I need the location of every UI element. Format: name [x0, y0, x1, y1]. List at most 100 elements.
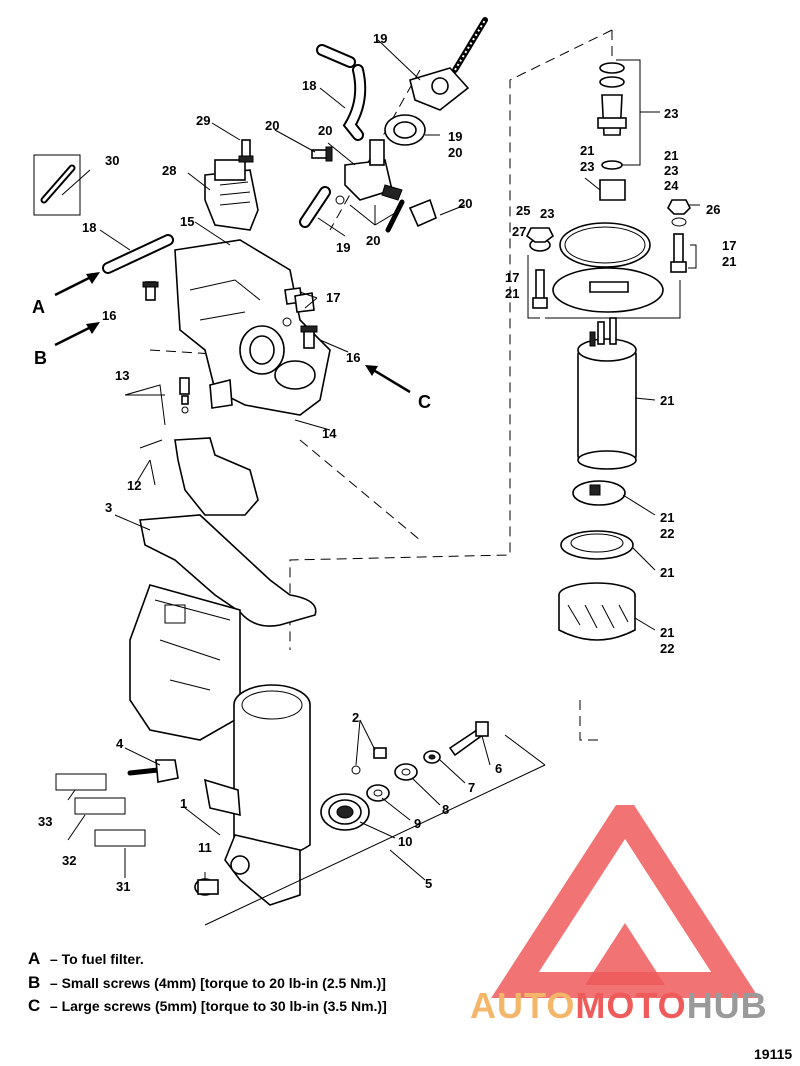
part-19-sleeve: [299, 186, 331, 228]
callout-21-d: 21: [660, 565, 674, 580]
arrow-a: [54, 272, 100, 297]
part-21-22-strainer: [558, 582, 636, 641]
part-13-valve: [179, 377, 190, 414]
part-18-hose-upper: [316, 44, 367, 141]
part-26-nut-right: [667, 199, 697, 273]
part-20-pump-fitting: [335, 139, 403, 205]
callout-14: 14: [322, 426, 337, 441]
legend-text-b: – Small screws (4mm) [torque to 20 lb-in…: [49, 975, 386, 991]
part-7-nut: [423, 750, 441, 764]
callout-8: 8: [442, 802, 449, 817]
callout-20-e: 20: [458, 196, 472, 211]
callout-33: 33: [38, 814, 52, 829]
watermark-auto: AUTO: [470, 985, 576, 1026]
part-23-oring-large: [559, 222, 651, 268]
callout-19-top: 19: [373, 31, 387, 46]
callout-10: 10: [398, 834, 412, 849]
callout-22-a: 22: [660, 526, 674, 541]
callout-21-a: 21: [580, 143, 594, 158]
callout-2: 2: [352, 710, 359, 725]
callout-23-a: 23: [580, 159, 594, 174]
callout-16-c: 16: [346, 350, 360, 365]
arrow-b: [54, 322, 100, 347]
callout-6: 6: [495, 761, 502, 776]
part-21-pump-body: [577, 317, 637, 470]
part-9-spacer: [366, 784, 390, 802]
part-10-pulley: [320, 793, 370, 831]
watermark-hub: HUB: [686, 985, 768, 1026]
watermark-logo: [491, 805, 759, 998]
callout-3: 3: [105, 500, 112, 515]
callout-23-c: 23: [540, 206, 554, 221]
callout-31: 31: [116, 879, 130, 894]
callout-21-pump: 21: [660, 393, 674, 408]
callout-27: 27: [512, 224, 526, 239]
callout-16-b: 16: [102, 308, 116, 323]
part-20-tube-right: [385, 198, 437, 233]
part-16-screw-c: [300, 325, 318, 349]
callout-21-left: 21: [505, 286, 519, 301]
callout-18-left: 18: [82, 220, 96, 235]
callout-17-mid: 17: [326, 290, 340, 305]
part-21-retainer: [560, 530, 634, 560]
part-33-label: [55, 773, 107, 791]
callout-15: 15: [180, 214, 194, 229]
callout-9: 9: [414, 816, 421, 831]
callout-1: 1: [180, 796, 187, 811]
callout-21-c: 21: [660, 510, 674, 525]
watermark-text: AUTOMOTOHUB: [470, 985, 768, 1027]
legend-item-c: C – Large screws (5mm) [torque to 30 lb-…: [28, 996, 387, 1016]
part-21-22-insulator: [572, 480, 626, 506]
part-12-float: [139, 437, 259, 516]
legend-item-a: A – To fuel filter.: [28, 949, 144, 969]
figure-number: 19115: [754, 1046, 793, 1062]
callout-5: 5: [425, 876, 432, 891]
part-32-label: [74, 797, 126, 815]
callout-17-left: 17: [505, 270, 519, 285]
legend-key-a: A: [28, 949, 41, 968]
callout-18-upper: 18: [302, 78, 316, 93]
callout-20-a: 20: [265, 118, 279, 133]
leader-lines: [61, 39, 700, 881]
part-14-cover-assembly: [174, 239, 331, 416]
callout-26: 26: [706, 202, 720, 217]
legend-key-c: C: [28, 996, 41, 1015]
callout-24: 24: [664, 178, 679, 193]
part-31-label: [94, 829, 146, 847]
callout-labels: 30 18 28 29 15 20 18 20 19 19 20 19 20 2…: [32, 31, 736, 894]
callout-28: 28: [162, 163, 176, 178]
callout-7: 7: [468, 780, 475, 795]
legend-item-b: B – Small screws (4mm) [torque to 20 lb-…: [28, 973, 386, 993]
callout-19-mid: 19: [448, 129, 462, 144]
part-11-plug: [194, 878, 219, 896]
part-17-fittings-mid: [282, 287, 315, 327]
callout-23-top: 23: [664, 106, 678, 121]
part-19-grommet: [384, 114, 426, 146]
callout-letter-b: B: [34, 348, 47, 368]
legend-text-a: – To fuel filter.: [49, 951, 144, 967]
callout-20-c: 20: [448, 145, 462, 160]
callout-letter-a: A: [32, 297, 45, 317]
callout-20-b: 20: [318, 123, 332, 138]
part-28-sensor: [204, 159, 259, 231]
watermark-moto: MOTO: [575, 985, 687, 1026]
part-5-bracket-outline: [204, 734, 546, 926]
callout-letter-c: C: [418, 392, 431, 412]
callout-13: 13: [115, 368, 129, 383]
part-8-washer: [394, 763, 418, 781]
callout-19-low: 19: [336, 240, 350, 255]
callout-21-right: 21: [722, 254, 736, 269]
part-19-inline-filter: [409, 17, 488, 111]
callout-12: 12: [127, 478, 141, 493]
arrow-c: [365, 365, 411, 394]
callout-21-e: 21: [660, 625, 674, 640]
callout-30: 30: [105, 153, 119, 168]
callout-23-b: 23: [664, 163, 678, 178]
legend-text-c: – Large screws (5mm) [torque to 30 lb-in…: [49, 998, 387, 1014]
part-2-screws: [351, 747, 387, 775]
callout-32: 32: [62, 853, 76, 868]
part-20-screw-left: [311, 146, 333, 162]
part-16-screw-b: [142, 281, 159, 301]
callout-17-right: 17: [722, 238, 736, 253]
legend-key-b: B: [28, 973, 41, 992]
